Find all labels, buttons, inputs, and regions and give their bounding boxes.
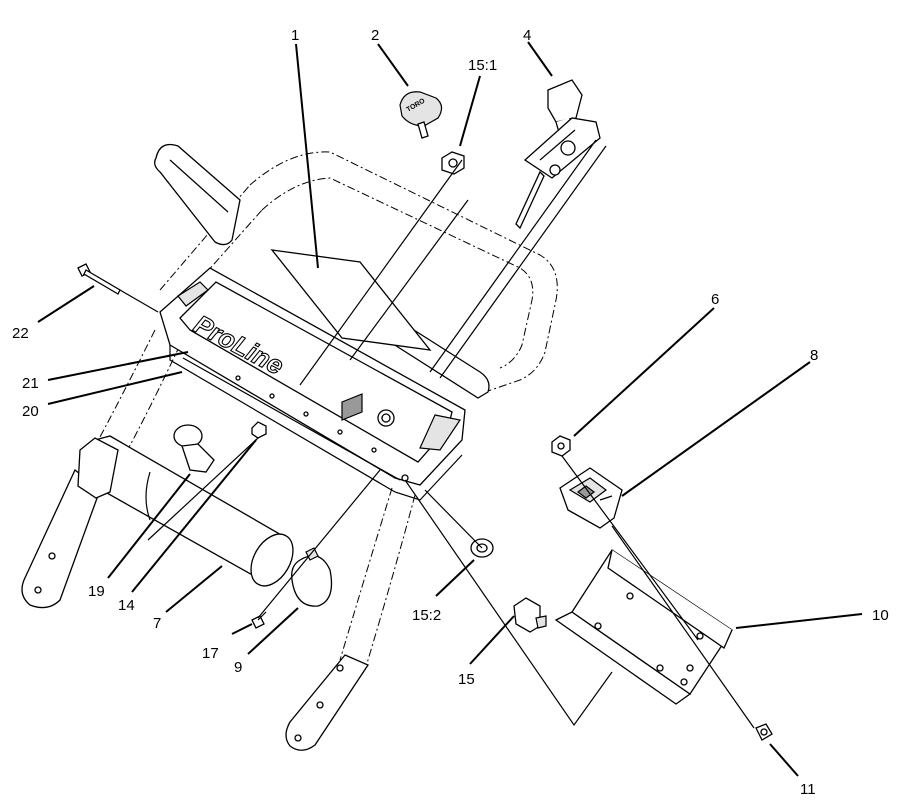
callout-14: 14 [118,597,135,614]
ignition-key: TORO [399,91,443,139]
screw-11 [755,723,773,741]
assembly-lines [119,139,755,729]
callout-15-2: 15:2 [412,607,441,624]
callout-22: 22 [12,325,29,342]
callout-8: 8 [810,347,818,364]
choke-knob [173,424,215,473]
callout-21: 21 [22,375,39,392]
callout-17: 17 [202,645,219,662]
safety-switch [513,597,547,633]
hex-nut-15-1 [441,151,465,175]
hose-clamp [291,547,333,607]
leader-lines [37,41,863,777]
callout-15-1: 15:1 [468,57,497,74]
callout-9: 9 [234,659,242,676]
callout-7: 7 [153,615,161,632]
callout-20: 20 [22,403,39,420]
nut-14 [251,421,267,439]
nut-6 [551,435,571,457]
control-console-panel: ProLine [159,267,466,501]
screw-17 [251,611,267,629]
callout-labels: 1 2 15:1 4 22 21 20 6 8 19 14 7 17 9 15:… [12,27,889,798]
callout-2: 2 [371,27,379,44]
left-frame-leg [21,468,101,609]
right-frame-leg [285,654,369,751]
cylinder-tube [77,435,294,587]
callout-10: 10 [872,607,889,624]
callout-15: 15 [458,671,475,688]
throttle-control-lever [515,79,601,230]
decal-plate [270,249,432,351]
callout-6: 6 [711,291,719,308]
callout-11: 11 [800,781,816,798]
callout-19: 19 [88,583,105,600]
mounting-bracket [554,549,733,705]
long-bolt [77,263,121,295]
callout-1: 1 [291,27,299,44]
handle-frame [81,151,558,671]
ignition-switch [559,467,623,529]
callout-4: 4 [523,27,531,44]
